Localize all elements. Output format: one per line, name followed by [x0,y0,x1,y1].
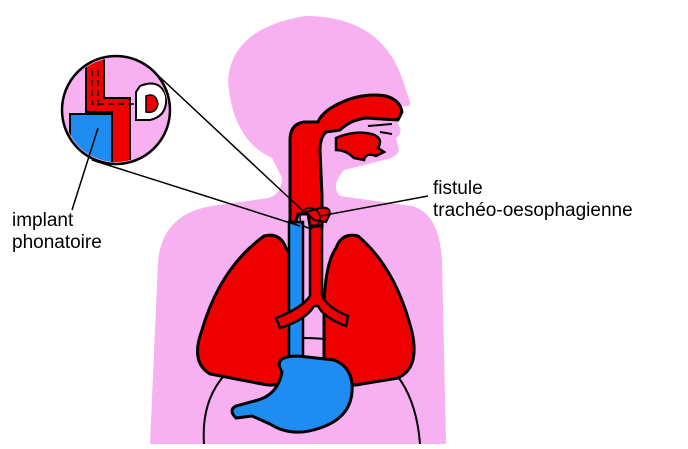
fistula-label-line2: trachéo-oesophagienne [433,200,633,222]
implant-label: implant phonatoire [12,210,102,254]
inset-implant-core [146,95,158,112]
implant-label-line1: implant [12,210,102,232]
fistula-label-line1: fistule [433,178,633,200]
implant-label-line2: phonatoire [12,232,102,254]
fistula-label: fistule trachéo-oesophagienne [433,178,633,222]
